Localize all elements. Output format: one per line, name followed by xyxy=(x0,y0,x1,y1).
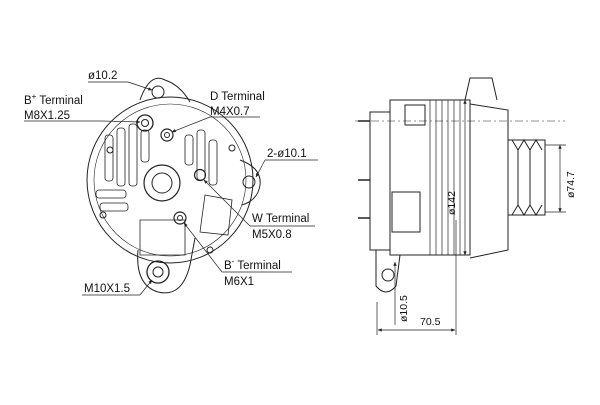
bottom-mount-boss xyxy=(137,237,196,294)
side-bottom-foot xyxy=(375,250,401,293)
b-minus-thread-label: M6X1 xyxy=(224,276,254,288)
body-diameter-dimension: ø142 xyxy=(446,191,458,215)
side-view-dimension-lines xyxy=(376,99,566,335)
rear-view-leaders xyxy=(24,81,318,296)
b-minus-terminal-label: B- Terminal xyxy=(224,257,281,272)
b-plus-thread-label: M8X1.25 xyxy=(24,110,70,122)
w-terminal-label: W Terminal xyxy=(252,213,309,225)
top-mount-ear xyxy=(139,77,191,103)
right-mount-ear xyxy=(239,159,261,206)
pulley-diameter-dimension: ø74.7 xyxy=(565,171,577,198)
side-holes-label: 2-ø10.1 xyxy=(267,148,307,160)
side-pulley xyxy=(507,139,546,216)
d-terminal-label: D Terminal xyxy=(210,91,265,103)
top-mount-hole xyxy=(151,85,165,99)
b-plus-terminal xyxy=(136,114,154,132)
rear-view xyxy=(86,77,261,294)
bottom-hole-diameter-dimension: ø10.5 xyxy=(398,295,410,322)
side-top-ear xyxy=(464,77,498,101)
d-terminal xyxy=(160,128,174,142)
bottom-mount-thread-label: M10X1.5 xyxy=(84,283,130,295)
side-view xyxy=(355,77,565,293)
w-terminal-block xyxy=(199,194,233,236)
rear-housing-outline xyxy=(86,96,254,264)
b-minus-terminal xyxy=(173,211,187,225)
vent-slots xyxy=(95,123,218,212)
side-rear-cover xyxy=(369,111,391,251)
mount-hole-top-label: ø10.2 xyxy=(88,70,117,82)
rear-bearing-cover xyxy=(143,164,181,202)
w-terminal-thread-label: M5X0.8 xyxy=(252,229,292,241)
side-stator-body xyxy=(389,99,471,256)
d-terminal-thread-label: M4X0.7 xyxy=(210,106,250,118)
w-terminal-stud xyxy=(193,168,207,182)
b-plus-terminal-label: B+ Terminal xyxy=(24,92,83,107)
side-cooling-fins xyxy=(429,100,461,255)
side-front-housing xyxy=(469,103,509,259)
flange-to-pulley-length-dimension: 70.5 xyxy=(420,316,441,328)
